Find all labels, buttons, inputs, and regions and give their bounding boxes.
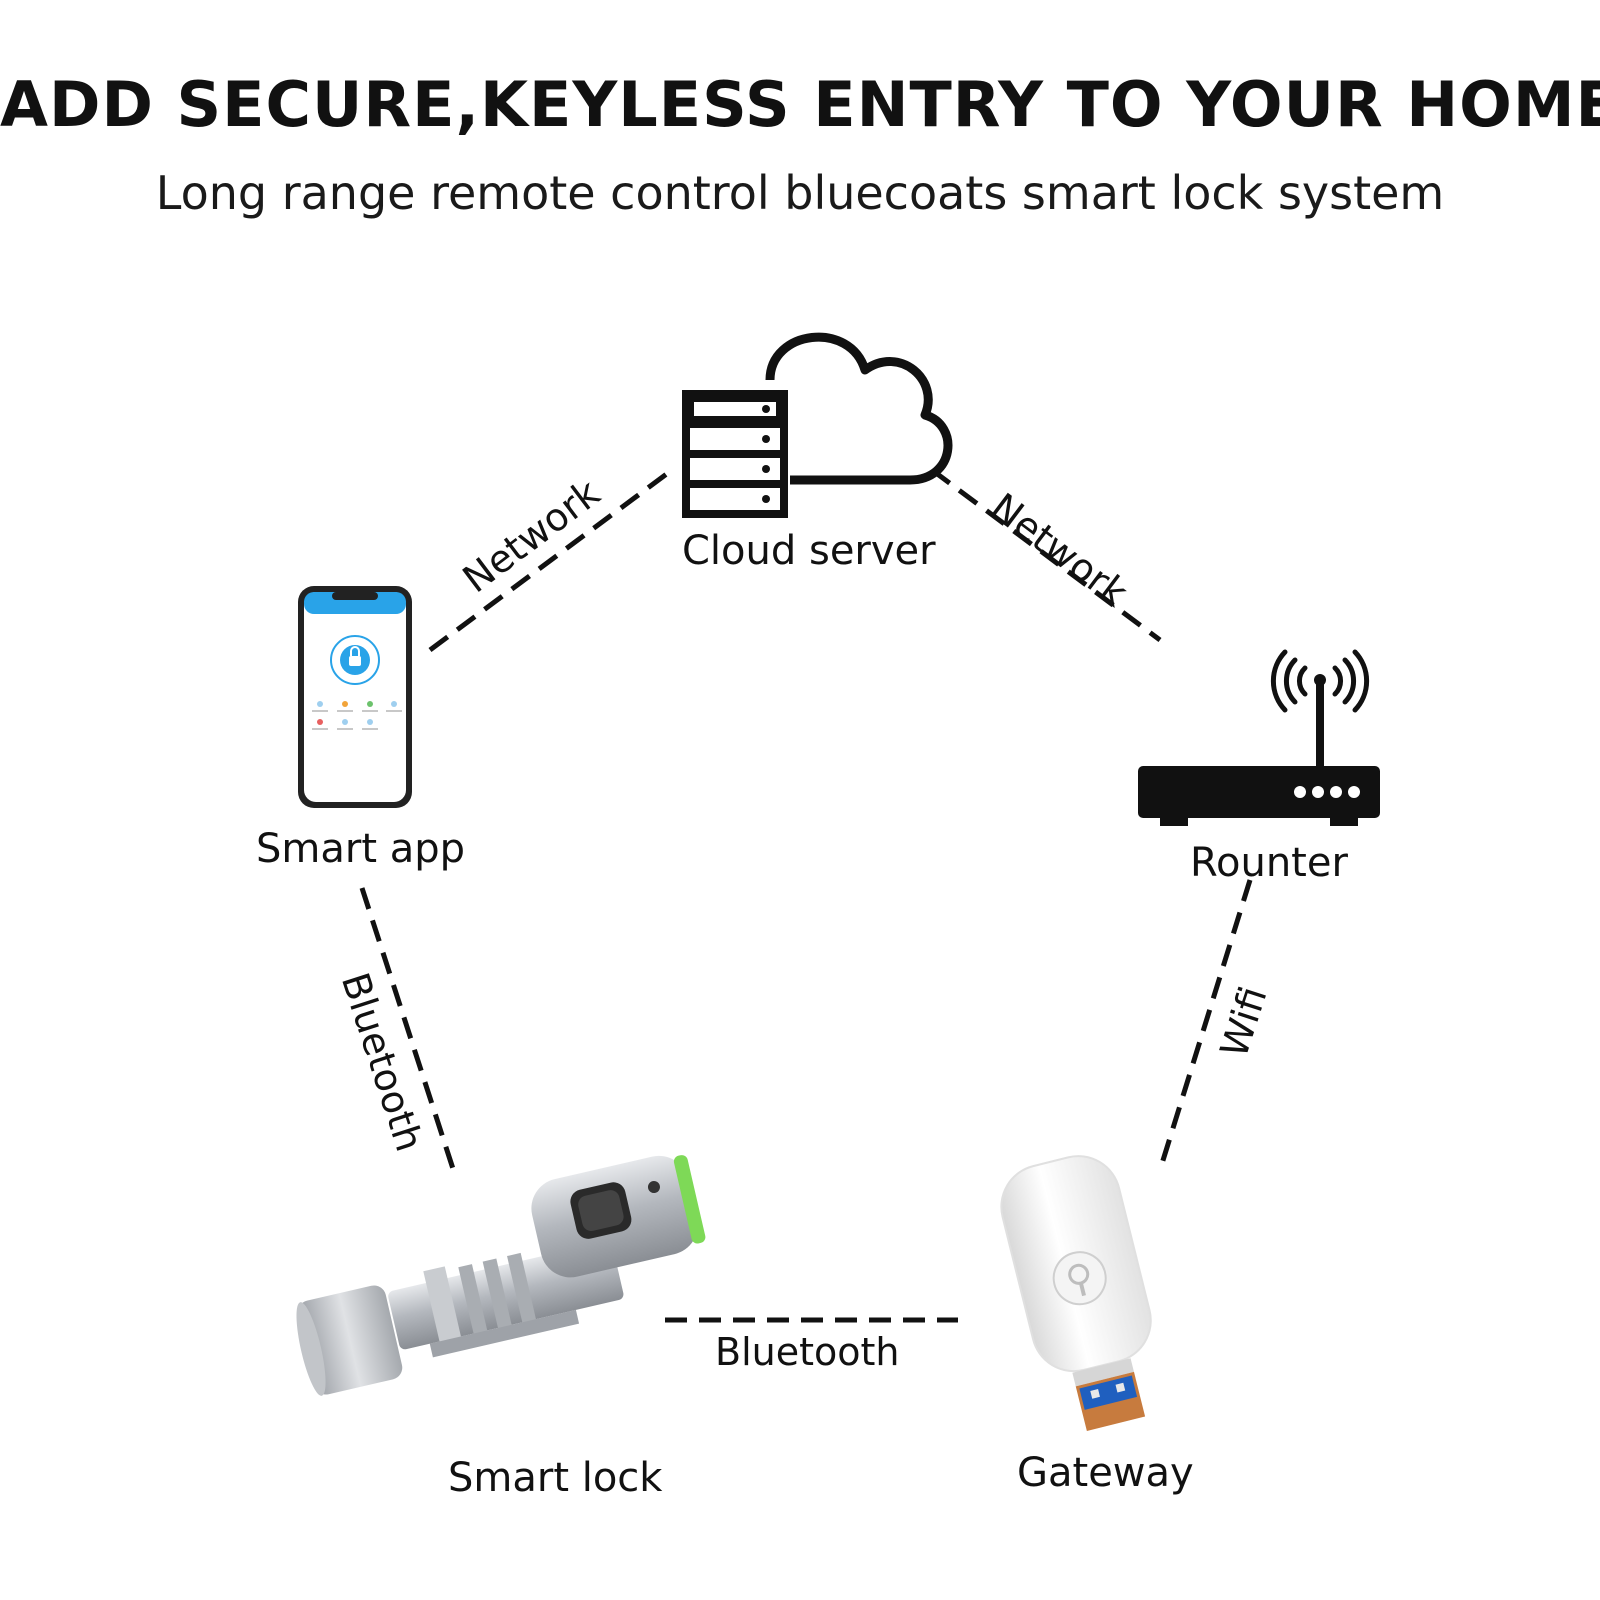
server-cloud-icon <box>682 332 953 518</box>
label-gateway: Gateway <box>1017 1450 1194 1496</box>
link-line-app-cloud <box>428 467 674 653</box>
usb-gateway-icon <box>1000 1155 1152 1431</box>
label-smart-lock: Smart lock <box>448 1455 663 1501</box>
label-smart-app: Smart app <box>256 826 466 872</box>
link-label-lock-gateway: Bluetooth <box>715 1330 900 1374</box>
link-line-app-lock <box>359 887 458 1176</box>
label-router: Rounter <box>1190 840 1348 886</box>
link-line-cloud-router <box>930 467 1162 643</box>
page-subtitle: Long range remote control bluecoats smar… <box>155 166 1445 220</box>
link-line-router-gateway <box>1157 879 1253 1171</box>
router-icon <box>1138 649 1380 826</box>
page-title: ADD SECURE,KEYLESS ENTRY TO YOUR HOME <box>0 68 1600 141</box>
smartphone-icon <box>298 586 412 808</box>
label-cloud-server: Cloud server <box>682 528 936 574</box>
lock-cylinder-icon <box>296 1155 706 1396</box>
